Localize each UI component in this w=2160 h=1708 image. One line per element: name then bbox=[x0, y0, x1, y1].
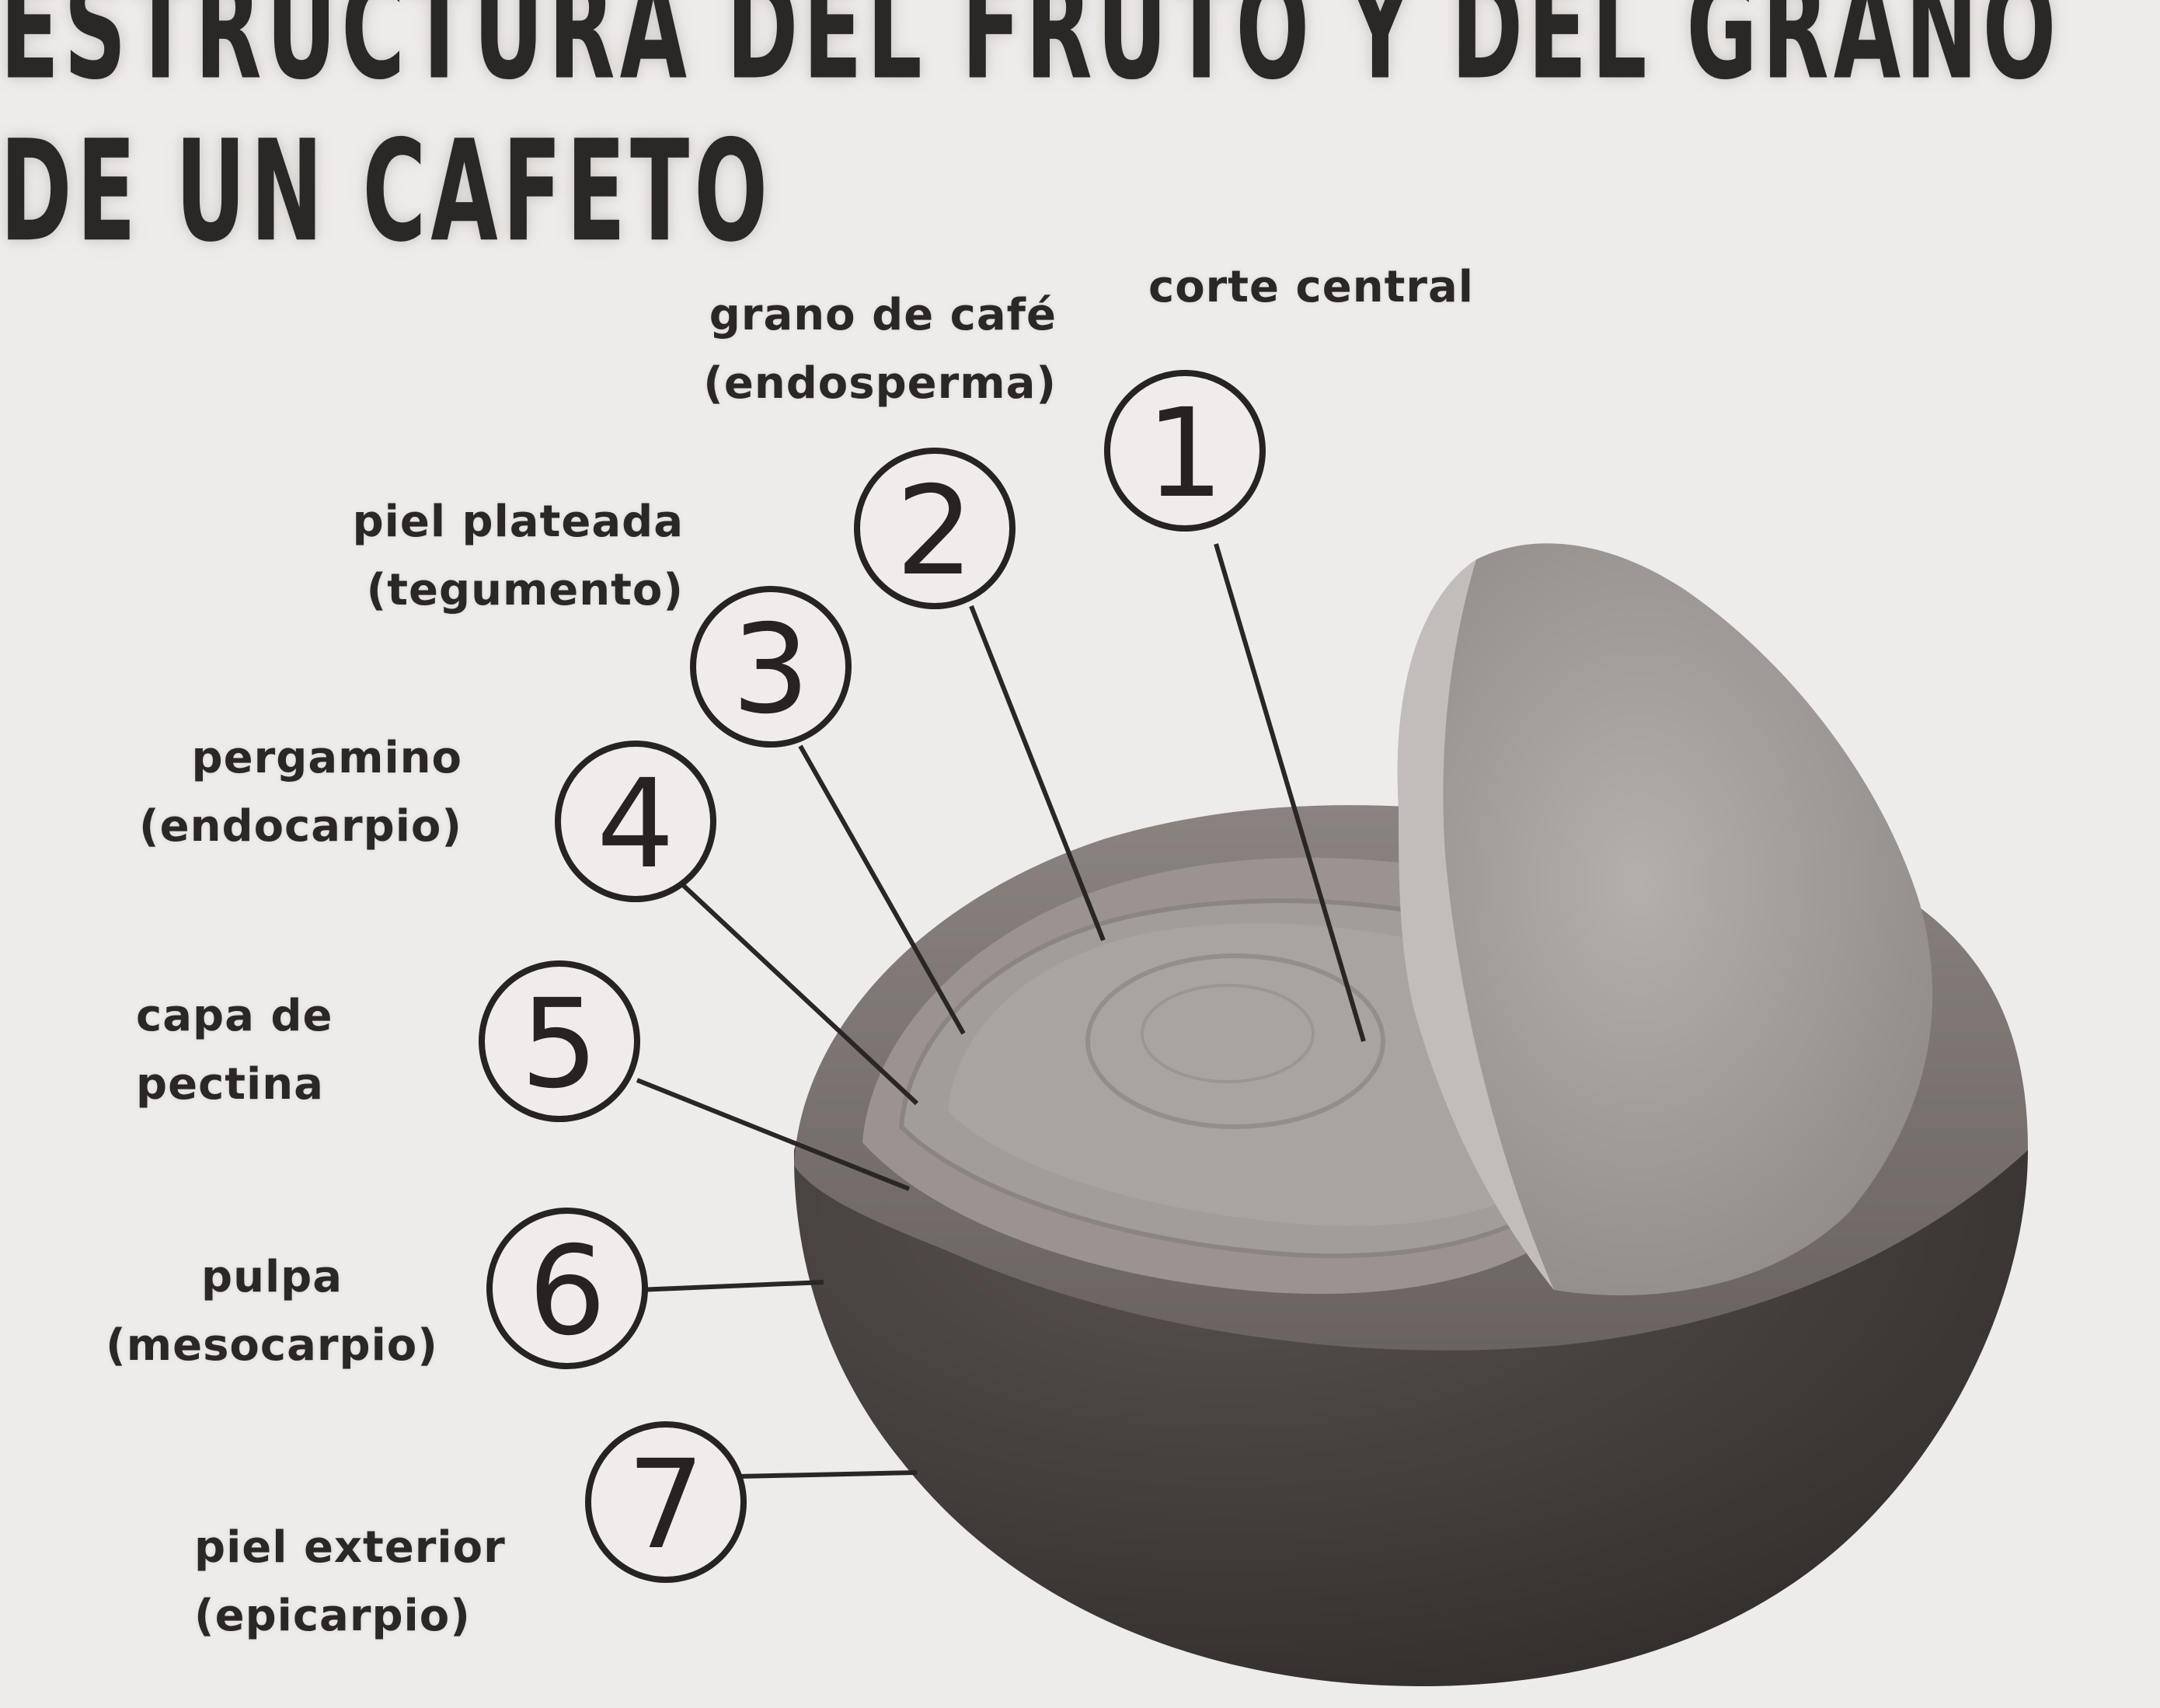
number-circle-5: 5 bbox=[479, 960, 640, 1122]
label-line: piel plateada bbox=[352, 497, 684, 547]
label-line: (endocarpio) bbox=[139, 801, 462, 852]
label-line: pergamino bbox=[191, 733, 462, 783]
number-circle-6: 6 bbox=[486, 1208, 648, 1369]
number-label: 5 bbox=[521, 973, 599, 1116]
label-grano-de-cafe: grano de café (endosperma) bbox=[668, 281, 1057, 418]
label-line: capa de bbox=[136, 991, 333, 1041]
leader-line-2 bbox=[969, 605, 1106, 942]
number-label: 4 bbox=[597, 753, 675, 896]
label-pulpa: pulpa (mesocarpio) bbox=[93, 1243, 451, 1380]
label-line: (epicarpio) bbox=[194, 1591, 471, 1641]
label-capa-de-pectina: capa de pectina bbox=[136, 982, 333, 1119]
leader-line-7 bbox=[737, 1470, 918, 1479]
number-circle-2: 2 bbox=[854, 448, 1016, 609]
label-pergamino: pergamino (endocarpio) bbox=[109, 724, 462, 861]
leader-line-5 bbox=[636, 1078, 911, 1191]
number-label: 6 bbox=[528, 1220, 607, 1363]
label-piel-exterior: piel exterior (epicarpio) bbox=[194, 1514, 506, 1650]
number-circle-7: 7 bbox=[585, 1421, 747, 1583]
number-circle-3: 3 bbox=[690, 586, 852, 748]
number-circle-1: 1 bbox=[1104, 370, 1266, 532]
label-line: (tegumento) bbox=[366, 565, 684, 615]
number-circle-4: 4 bbox=[555, 741, 716, 902]
label-corte-central: corte central bbox=[1148, 253, 1474, 322]
leader-line-4 bbox=[681, 884, 919, 1106]
center-cut-ring bbox=[1085, 953, 1385, 1129]
label-line: corte central bbox=[1148, 262, 1474, 312]
number-label: 7 bbox=[627, 1434, 705, 1577]
leader-line-3 bbox=[798, 744, 966, 1035]
bean-half-edge-shape bbox=[1397, 559, 1554, 1290]
diagram-title: ESTRUCTURA DEL FRUTO Y DEL GRANO DE UN C… bbox=[0, 0, 2061, 274]
number-label: 2 bbox=[896, 460, 974, 603]
label-line: (endosperma) bbox=[703, 358, 1057, 409]
leader-line-6 bbox=[636, 1280, 824, 1292]
label-piel-plateada: piel plateada (tegumento) bbox=[311, 488, 684, 625]
label-line: piel exterior bbox=[194, 1522, 506, 1573]
label-line: pectina bbox=[136, 1059, 324, 1110]
number-label: 3 bbox=[732, 598, 810, 741]
label-line: pulpa bbox=[200, 1252, 343, 1302]
bean-half-dome-shape bbox=[1397, 543, 1933, 1295]
number-label: 1 bbox=[1146, 382, 1225, 525]
leader-line-1 bbox=[1214, 543, 1366, 1042]
center-cut-inner-ring bbox=[1141, 984, 1315, 1083]
bean-endosperm-shape bbox=[948, 923, 1546, 1226]
label-line: grano de café bbox=[709, 290, 1057, 340]
label-line: (mesocarpio) bbox=[106, 1320, 438, 1371]
